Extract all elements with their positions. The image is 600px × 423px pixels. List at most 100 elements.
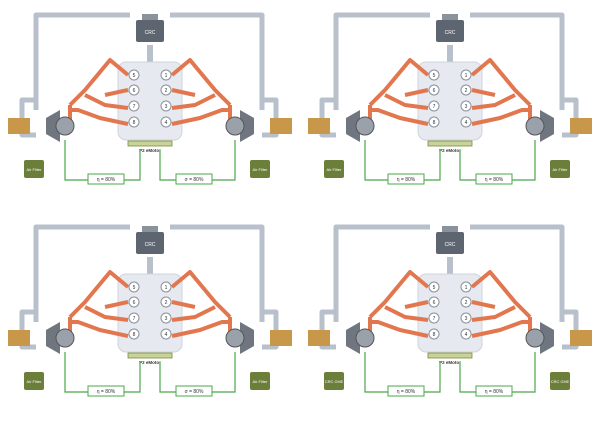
cylinder-label-1: 1: [465, 73, 468, 79]
cylinder-1: [160, 69, 172, 81]
bypass-pipe-left: [319, 97, 336, 138]
intake-pipe-right: [470, 12, 565, 110]
eta-box-right: [175, 173, 213, 185]
cylinder-label-8: 8: [133, 120, 136, 126]
intake-pipe-left: [33, 12, 130, 110]
exhaust-manifold-left: [368, 58, 430, 126]
turbo-compressor-left: [346, 322, 360, 354]
cylinder-label-2: 2: [165, 88, 168, 94]
cylinder-5: [128, 69, 140, 81]
air-filter-label-left: CRC GHE: [325, 379, 344, 384]
cylinder-6: [128, 84, 140, 96]
emotor-body: [427, 140, 473, 147]
turbo-turbine-right: [225, 328, 245, 348]
air-filter-right: [250, 160, 270, 178]
eta-label-left: η = 80%: [397, 389, 416, 395]
cylinder-6: [428, 296, 440, 308]
turbo-compressor-right: [540, 110, 554, 142]
air-filter-left: [324, 160, 344, 178]
intercooler-right: [570, 118, 592, 134]
cylinder-4: [460, 116, 472, 128]
cylinder-label-6: 6: [133, 300, 136, 306]
air-filter-left: [24, 372, 44, 390]
cylinder-2: [160, 84, 172, 96]
eta-label-right: σ = 80%: [185, 389, 204, 395]
catalyst-body: [436, 232, 464, 254]
intake-pipe-left: [333, 224, 430, 322]
air-filter-label-left: Air Filter: [327, 167, 343, 172]
turbo-turbine-right: [525, 116, 545, 136]
catalyst-top: [142, 226, 158, 232]
bypass-pipe-left: [19, 309, 36, 350]
turbo-turbine-left: [355, 328, 375, 348]
cylinder-label-1: 1: [465, 285, 468, 291]
cylinder-label-6: 6: [433, 88, 436, 94]
eta-label-right: η = 80%: [485, 389, 504, 395]
bypass-pipe-left: [19, 97, 36, 138]
cylinder-1: [460, 69, 472, 81]
cylinder-label-2: 2: [465, 300, 468, 306]
cylinder-label-1: 1: [165, 73, 168, 79]
air-filter-label-right: Air Filter: [253, 379, 269, 384]
air-filter-right: [250, 372, 270, 390]
eta-box-left: [87, 385, 125, 397]
catalyst-top: [442, 226, 458, 232]
cylinder-3: [160, 100, 172, 112]
eta-box-left: [87, 173, 125, 185]
cylinder-6: [128, 296, 140, 308]
air-filter-label-left: Air Filter: [27, 379, 43, 384]
cylinder-label-8: 8: [433, 120, 436, 126]
exhaust-manifold-right: [170, 270, 232, 338]
cylinder-label-4: 4: [465, 332, 468, 338]
cylinder-1: [160, 281, 172, 293]
turbo-turbine-right: [525, 328, 545, 348]
turbo-compressor-right: [240, 110, 254, 142]
intercooler-left: [8, 330, 30, 346]
cylinder-3: [460, 312, 472, 324]
emotor-label: P2 eMotor: [439, 148, 461, 153]
exhaust-manifold-left: [68, 270, 130, 338]
bypass-pipe-right: [262, 97, 279, 138]
cylinder-label-8: 8: [133, 332, 136, 338]
cylinder-4: [160, 116, 172, 128]
eta-label-right: σ = 80%: [185, 177, 204, 183]
intercooler-right: [270, 330, 292, 346]
cylinder-3: [160, 312, 172, 324]
cylinder-label-1: 1: [165, 285, 168, 291]
emotor-label: P2 eMotor: [439, 360, 461, 365]
eta-label-left: η = 80%: [97, 177, 116, 183]
air-filter-label-right: CRC GHE: [551, 379, 570, 384]
catalyst-label: CRC: [145, 30, 156, 36]
emotor-body: [127, 140, 173, 147]
emotor-body: [127, 352, 173, 359]
turbo-compressor-left: [46, 110, 60, 142]
cylinder-label-5: 5: [133, 73, 136, 79]
catalyst-label: CRC: [445, 242, 456, 248]
air-filter-left: [324, 372, 344, 390]
intercooler-left: [308, 118, 330, 134]
intake-pipe-right: [170, 12, 265, 110]
cylinder-4: [460, 328, 472, 340]
cylinder-5: [128, 281, 140, 293]
cylinder-7: [128, 312, 140, 324]
cylinder-label-7: 7: [433, 104, 436, 110]
eta-label-left: η = 80%: [97, 389, 116, 395]
intake-pipe-left: [33, 224, 130, 322]
cylinder-8: [428, 116, 440, 128]
turbo-compressor-left: [346, 110, 360, 142]
eta-label-left: η = 80%: [397, 177, 416, 183]
exhaust-manifold-left: [368, 270, 430, 338]
cylinder-label-2: 2: [165, 300, 168, 306]
cylinder-label-8: 8: [433, 332, 436, 338]
catalyst-body: [136, 20, 164, 42]
cylinder-6: [428, 84, 440, 96]
catalyst-label: CRC: [145, 242, 156, 248]
cylinder-8: [128, 116, 140, 128]
exhaust-manifold-left: [68, 58, 130, 126]
air-filter-label-right: Air Filter: [253, 167, 269, 172]
eta-label-right: η = 80%: [485, 177, 504, 183]
cylinder-label-5: 5: [133, 285, 136, 291]
intercooler-left: [308, 330, 330, 346]
